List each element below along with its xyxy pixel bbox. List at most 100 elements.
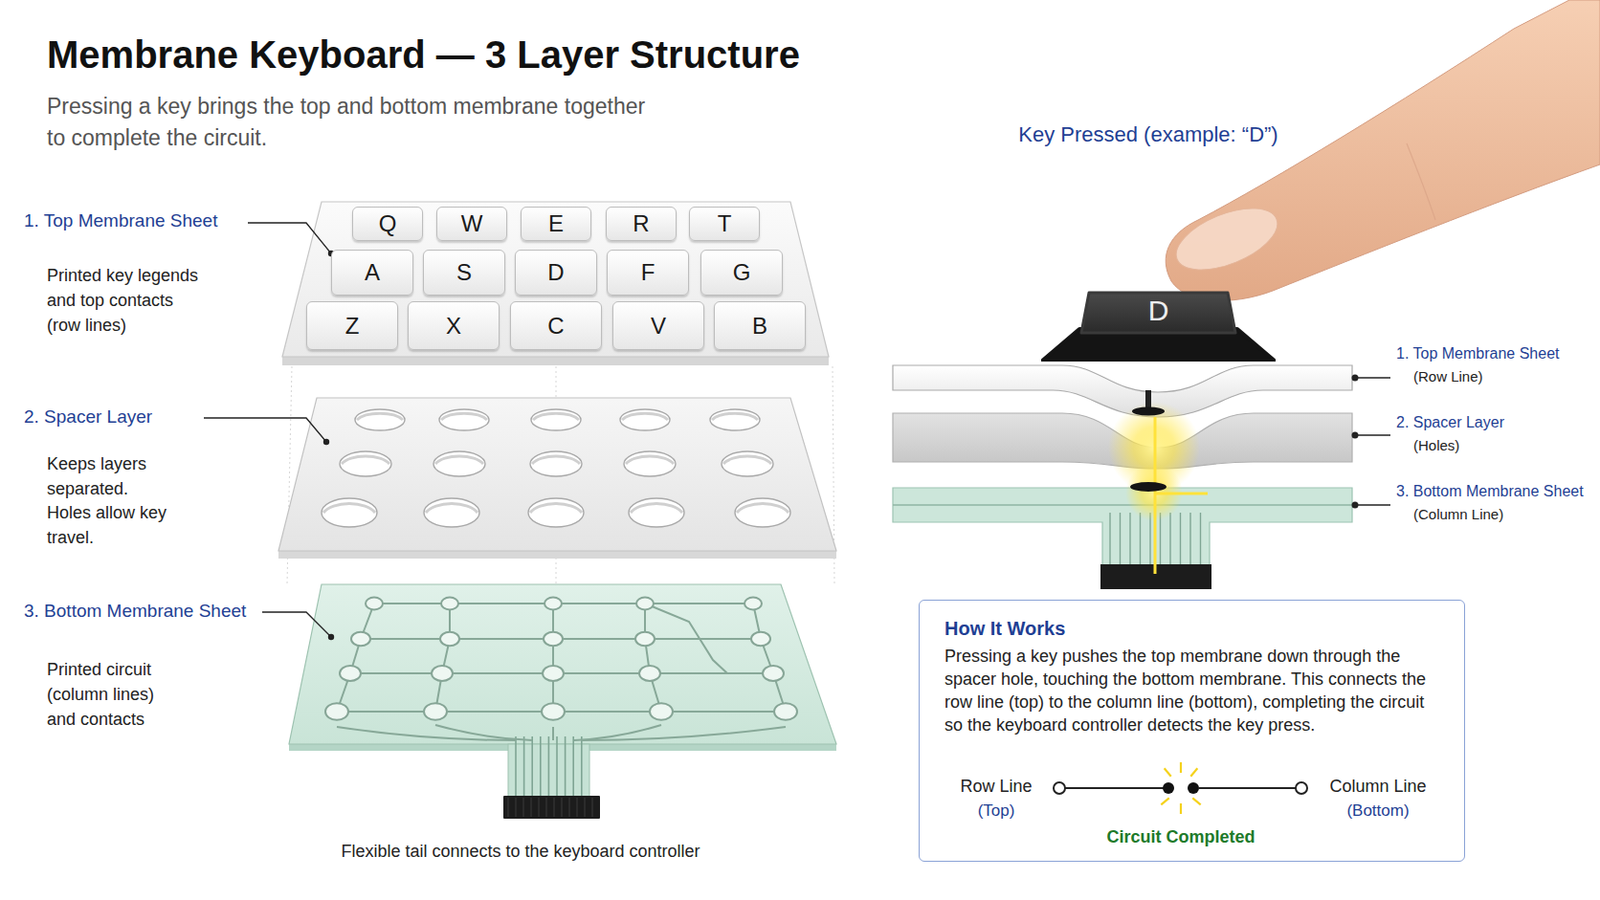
circuit-trace bbox=[1189, 512, 1191, 571]
spacer-hole bbox=[321, 498, 378, 528]
contact-pad bbox=[762, 666, 784, 682]
layer-role: (Row Line) bbox=[1413, 368, 1596, 386]
finger-crease bbox=[1406, 143, 1436, 221]
contact-dot bbox=[1187, 782, 1200, 795]
sheet-edge bbox=[282, 356, 829, 366]
spacer-hole bbox=[623, 451, 676, 477]
spacer-hole bbox=[620, 409, 670, 431]
leader-dot bbox=[328, 634, 334, 641]
contact-pad bbox=[774, 703, 798, 721]
keycap: Z bbox=[306, 301, 399, 351]
circuit-trace bbox=[1149, 512, 1151, 571]
key-legend: V bbox=[650, 312, 667, 340]
key-legend: Q bbox=[378, 210, 398, 238]
contact-pad bbox=[541, 703, 565, 721]
circuit-trace bbox=[374, 602, 754, 605]
key-legend: X bbox=[445, 312, 462, 340]
spacer-hole bbox=[721, 451, 774, 477]
keycap: S bbox=[422, 249, 506, 296]
hole-shade bbox=[323, 503, 376, 513]
contact-pad bbox=[639, 666, 661, 682]
circuit-trace bbox=[753, 603, 786, 712]
circuit-trace bbox=[1159, 512, 1161, 571]
circuit-trace bbox=[1129, 512, 1131, 571]
circuit-trace bbox=[644, 603, 662, 712]
hole-shade bbox=[622, 413, 668, 421]
terminal-name: Column Line bbox=[1311, 777, 1445, 799]
circuit-trace bbox=[552, 727, 555, 741]
circuit-trace bbox=[514, 736, 517, 799]
spark bbox=[1179, 762, 1182, 774]
connector-ridge bbox=[561, 798, 563, 818]
bottom-membrane-section bbox=[892, 488, 1353, 573]
spacer-hole bbox=[628, 498, 685, 528]
layer-role: (Column Line) bbox=[1413, 506, 1596, 524]
circuit-trace bbox=[552, 603, 555, 712]
contact-pad bbox=[351, 632, 371, 646]
bottom-membrane-sheet bbox=[288, 584, 837, 745]
key-legend: W bbox=[461, 210, 484, 238]
keycap: Q bbox=[352, 206, 423, 242]
layer-role: (Holes) bbox=[1413, 437, 1596, 455]
circuit-trace bbox=[555, 736, 558, 799]
part-name: 3. Bottom Membrane Sheet bbox=[1396, 482, 1598, 501]
circuit-trace bbox=[892, 504, 1353, 506]
spacer-hole bbox=[710, 409, 760, 431]
spacer-hole bbox=[528, 498, 584, 528]
wire bbox=[1199, 787, 1296, 790]
key-legend: D bbox=[1041, 294, 1276, 328]
part-name: 2. Spacer Layer bbox=[1396, 413, 1598, 432]
key-legend: G bbox=[733, 259, 752, 287]
contact-pad bbox=[339, 666, 361, 682]
keycap: A bbox=[331, 249, 414, 296]
contact-pad bbox=[744, 598, 762, 611]
connector-ridge bbox=[546, 798, 548, 818]
finger bbox=[1165, 0, 1600, 301]
contact-pad bbox=[423, 703, 447, 721]
circuit-trace bbox=[539, 736, 542, 799]
contact-pad bbox=[636, 598, 654, 611]
part-description: Printed circuit (column lines) and conta… bbox=[46, 657, 172, 733]
circuit-trace bbox=[336, 603, 375, 712]
connector-ridge bbox=[577, 798, 578, 818]
circuit-trace bbox=[531, 736, 534, 799]
box-body: Pressing a key pushes the top membrane d… bbox=[944, 644, 1445, 737]
circuit-trace bbox=[336, 727, 516, 741]
keycap: B bbox=[713, 301, 806, 351]
hole-shade bbox=[441, 413, 488, 421]
part-description: Keeps layers separated. Holes allow key … bbox=[46, 452, 172, 552]
box-heading: How It Works bbox=[944, 616, 1445, 642]
circuit-trace bbox=[1200, 512, 1201, 571]
contact-pad bbox=[751, 632, 771, 646]
hole-shade bbox=[533, 413, 579, 421]
circuit-trace bbox=[1169, 512, 1171, 571]
connector-ridge bbox=[569, 798, 571, 818]
terminal bbox=[1053, 782, 1066, 795]
leader-dot bbox=[1352, 432, 1359, 440]
spark bbox=[1164, 768, 1172, 777]
hole-shade bbox=[736, 503, 789, 513]
part-description: Printed key legends and top contacts (ro… bbox=[46, 263, 205, 338]
key-legend: F bbox=[641, 259, 656, 287]
top-membrane-sheet bbox=[282, 201, 829, 357]
connector-ridge bbox=[508, 798, 510, 818]
title: Membrane Keyboard — 3 Layer Structure bbox=[46, 31, 1004, 78]
contact-pad bbox=[440, 632, 460, 646]
connector-ridge bbox=[554, 798, 556, 818]
circuit-trace bbox=[1179, 512, 1181, 571]
hole-shade bbox=[356, 413, 403, 421]
circuit-trace bbox=[1109, 512, 1111, 571]
connector-ridge bbox=[523, 798, 525, 818]
wire bbox=[1065, 787, 1164, 790]
top-membrane-section bbox=[892, 365, 1353, 418]
leader-dot bbox=[1352, 375, 1359, 382]
connector-ridge bbox=[584, 798, 586, 818]
part-name: 3. Bottom Membrane Sheet bbox=[23, 600, 283, 623]
contact-pad bbox=[431, 666, 453, 682]
key-legend: S bbox=[456, 259, 472, 287]
bottom-contact bbox=[1130, 482, 1167, 492]
part-name: 2. Spacer Layer bbox=[23, 406, 273, 429]
sheet-edge bbox=[278, 551, 837, 559]
hole-shade bbox=[532, 456, 580, 465]
